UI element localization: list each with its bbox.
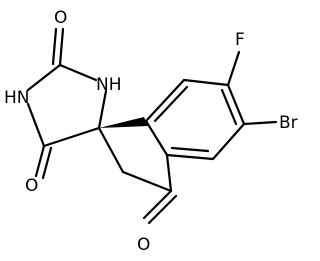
bond-co-o-a (142, 189, 173, 220)
oxygen-top-label: O (54, 8, 67, 28)
bond-c2-o-a (58, 27, 65, 67)
bond-c2-o-b (51, 27, 58, 66)
oxygen-bottom-label: O (137, 235, 150, 255)
nitrogen-nh-label: NH (96, 75, 122, 95)
bond-n1-spiro (97, 89, 108, 130)
bromine-label: Br (279, 113, 298, 133)
bond-c3a-c7a (144, 119, 169, 157)
bond-ch2-co (121, 170, 173, 193)
bond-c4-n3 (26, 102, 46, 148)
chemical-structure: O NH HN O F Br O (4, 8, 298, 255)
wedge-bond-spiro (99, 117, 148, 128)
bond-spiro-c4 (42, 126, 101, 148)
bond-c6-f (226, 50, 241, 87)
bond-spiro-ch2 (97, 126, 125, 174)
bond-c2-n3 (26, 63, 62, 92)
bond-c4-o-a (34, 144, 46, 178)
bond-c6-c5 (226, 83, 246, 126)
bond-co-c3a (165, 153, 173, 193)
nitrogen-hn-label: HN (4, 88, 30, 108)
bond-c2-n1 (58, 63, 98, 82)
bond-c4-o-b (41, 146, 53, 180)
bond-c6-c5-inner (220, 88, 238, 126)
structure-canvas: O NH HN O F Br O (4, 8, 298, 255)
fluorine-label: F (235, 30, 245, 50)
bond-c4-c3a (165, 153, 215, 161)
bond-c7-c6 (182, 78, 230, 87)
bond-c5-br (242, 120, 278, 126)
bond-co-o-b (147, 194, 178, 225)
bond-c7a-c7-inner (153, 85, 189, 123)
oxygen-left-label: O (25, 176, 38, 196)
bond-c7a-c7 (144, 78, 186, 123)
bond-c5-c4 (211, 122, 246, 161)
bond-c4-c3a-inner (170, 146, 210, 153)
